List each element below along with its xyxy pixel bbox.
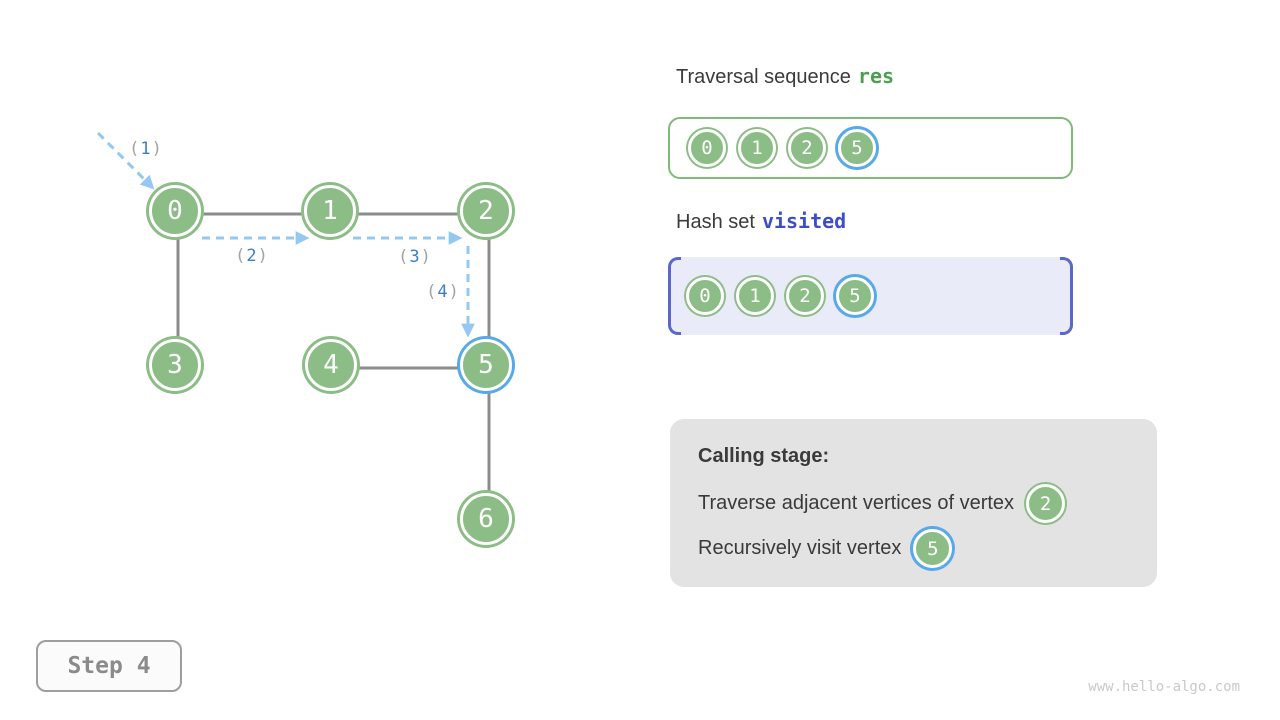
paren-open: ( (129, 139, 141, 159)
seq-node-label: 1 (751, 137, 763, 159)
right-brace-icon (1060, 257, 1073, 335)
graph-node-label: 3 (167, 350, 183, 380)
calling-line-text: Recursively visit vertex (698, 537, 902, 559)
graph-node-2: 2 (460, 185, 512, 237)
calling-node-label: 5 (927, 537, 939, 560)
paren-open: ( (235, 246, 247, 266)
visited-node-1: 1 (736, 277, 774, 315)
hash-set-title: Hash set visited (676, 209, 846, 234)
visited-code-label: visited (761, 209, 847, 233)
graph-node-1: 1 (304, 185, 356, 237)
calling-stage-heading: Calling stage: (698, 445, 830, 467)
arrow-1 (96, 131, 155, 190)
seq-node-2: 2 (788, 129, 826, 167)
title-text: Hash set (676, 211, 755, 233)
calling-node-label: 2 (1039, 492, 1052, 515)
traversal-arrows (96, 131, 475, 338)
graph-node-3: 3 (149, 339, 201, 391)
paren-close: ) (448, 282, 460, 302)
watermark: www.hello-algo.com (1088, 679, 1240, 695)
graph-node-5-current: 5 (460, 339, 512, 391)
visited-set-box: 0 1 2 5 (668, 257, 1073, 335)
paren-open: ( (398, 247, 410, 267)
visited-node-2: 2 (786, 277, 824, 315)
graph-node-4: 4 (305, 339, 357, 391)
paren-close: ) (151, 139, 163, 159)
order-number: 1 (140, 139, 152, 159)
order-number: 3 (409, 247, 421, 267)
seq-node-1: 1 (738, 129, 776, 167)
res-code-label: res (857, 64, 895, 88)
order-number: 2 (246, 246, 258, 266)
calling-line-text: Traverse adjacent vertices of vertex (698, 492, 1015, 514)
graph-node-label: 4 (323, 350, 339, 380)
order-label-4: (4) (426, 282, 460, 302)
calling-node-5-current: 5 (913, 529, 953, 568)
visited-node-label: 1 (749, 285, 761, 307)
seq-node-5-current: 5 (838, 129, 876, 167)
visited-node-label: 5 (849, 285, 861, 307)
order-number: 4 (437, 282, 449, 302)
title-text: Traversal sequence (676, 66, 851, 88)
calling-stage-line-2: Recursively visit vertex 5 (698, 526, 1157, 571)
paren-close: ) (420, 247, 432, 267)
step-label: Step 4 (67, 653, 151, 679)
traversal-sequence-box: 0 1 2 5 (668, 117, 1073, 179)
seq-node-label: 2 (801, 137, 813, 159)
graph-node-6: 6 (460, 493, 512, 545)
graph-node-0: 0 (149, 185, 201, 237)
graph-edges-svg (96, 131, 491, 522)
graph-area: 0 1 2 3 4 5 6 (1) (2) (3) (4) (0, 0, 640, 620)
calling-stage-line-1: Traverse adjacent vertices of vertex 2 (698, 481, 1157, 526)
seq-node-0: 0 (688, 129, 726, 167)
visited-node-5-current: 5 (836, 277, 874, 315)
calling-node-2: 2 (1026, 484, 1066, 523)
visited-node-label: 0 (699, 285, 711, 307)
visited-node-label: 2 (799, 285, 811, 307)
seq-node-label: 5 (851, 137, 863, 159)
graph-node-label: 6 (478, 504, 494, 534)
traversal-sequence-title: Traversal sequence res (676, 64, 894, 89)
visited-node-0: 0 (686, 277, 724, 315)
graph-node-label: 2 (478, 196, 494, 226)
graph-node-label: 5 (478, 350, 494, 380)
calling-stage-box: Calling stage: Traverse adjacent vertice… (670, 419, 1157, 587)
graph-node-label: 0 (167, 196, 183, 226)
step-badge: Step 4 (36, 640, 182, 692)
order-label-2: (2) (235, 246, 269, 266)
left-brace-icon (668, 257, 681, 335)
seq-node-label: 0 (701, 137, 713, 159)
order-label-3: (3) (398, 247, 432, 267)
paren-close: ) (257, 246, 269, 266)
order-label-1: (1) (129, 139, 163, 159)
paren-open: ( (426, 282, 438, 302)
graph-node-label: 1 (322, 196, 338, 226)
